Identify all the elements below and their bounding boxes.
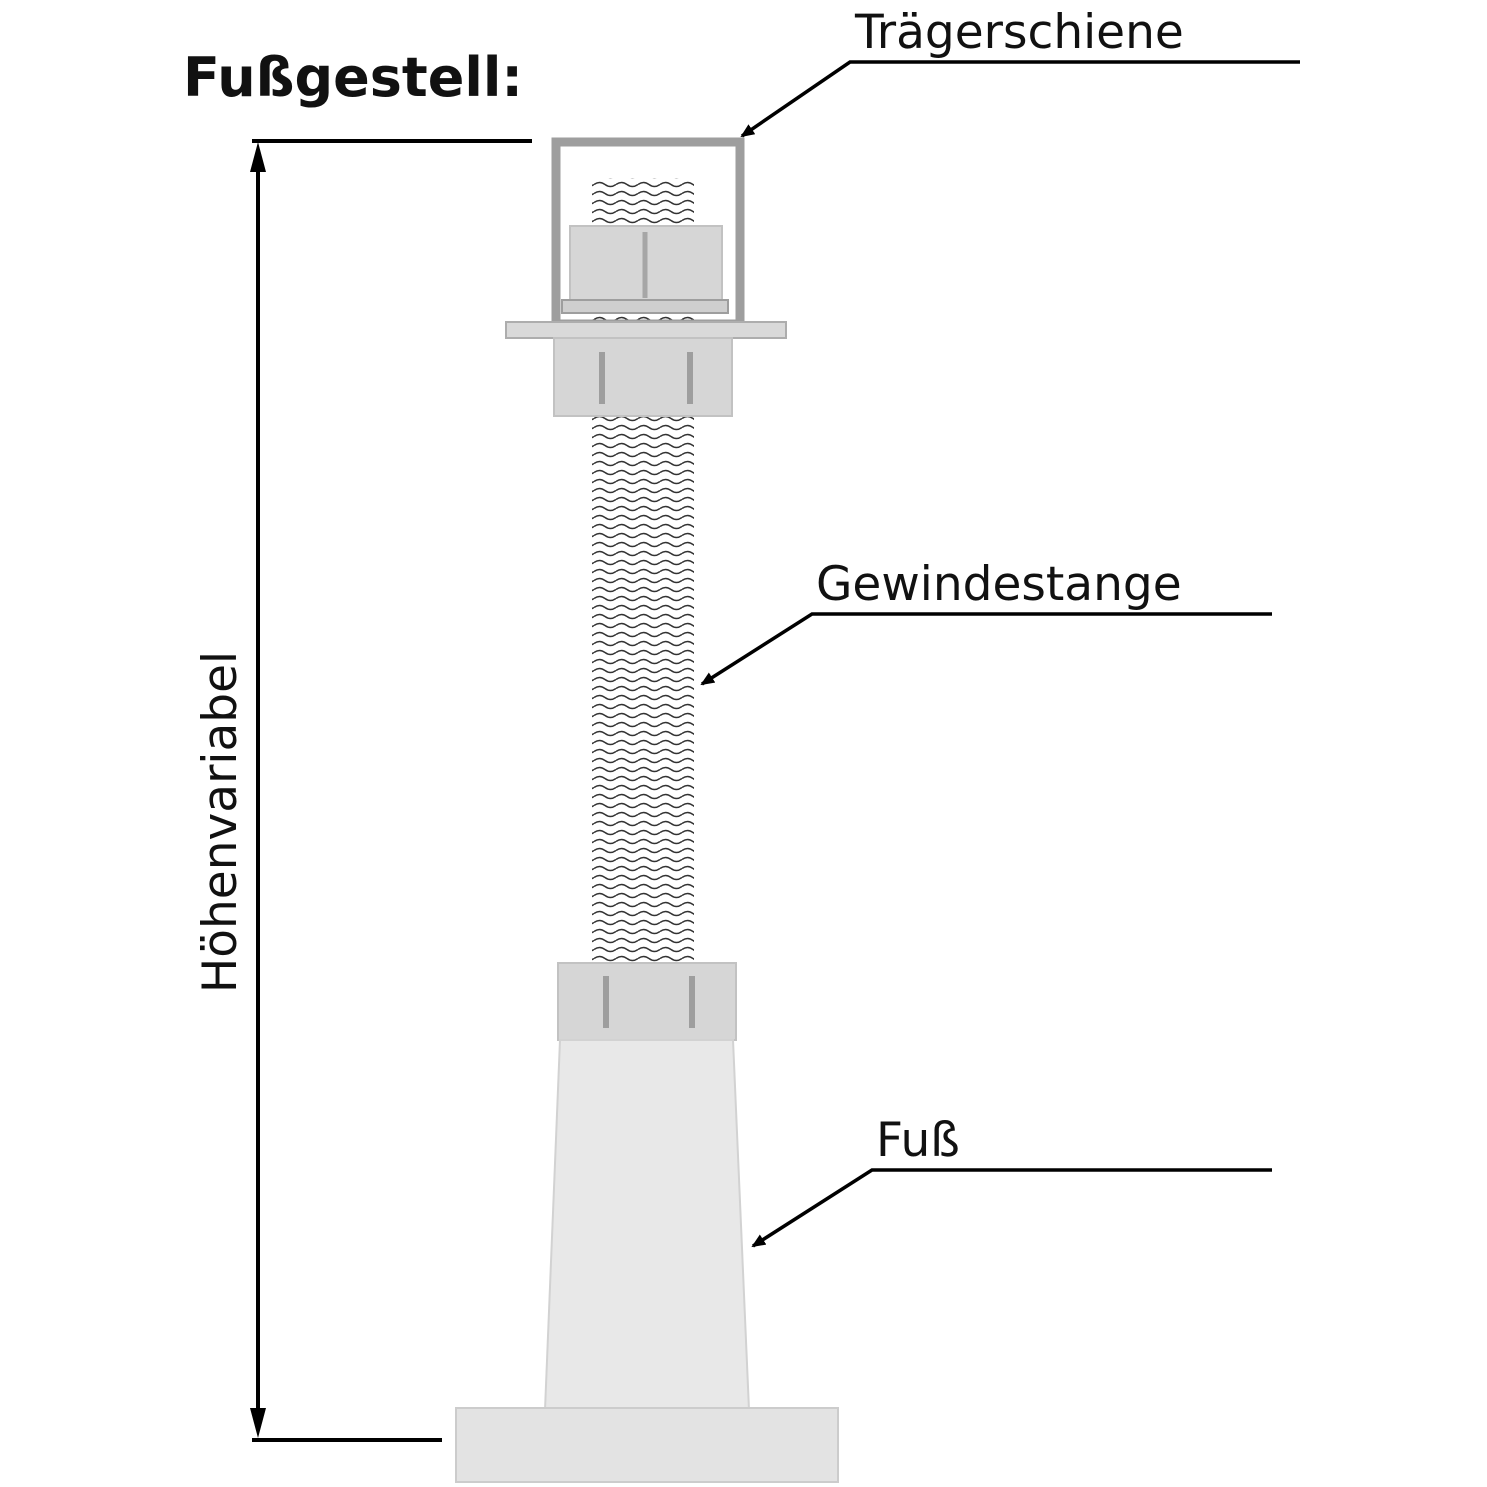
- foot-column: [543, 1039, 751, 1411]
- rod-leader-line: [700, 612, 1272, 686]
- dimension-arrow-up: [250, 142, 266, 172]
- mounting-plate: [505, 321, 787, 339]
- upper-nut: [569, 225, 723, 303]
- dimension-arrow-down: [250, 1408, 266, 1438]
- rod-label: Gewindestange: [816, 557, 1182, 612]
- lower-nut: [557, 962, 737, 1041]
- middle-nut: [553, 337, 733, 417]
- height-dimension-label: Höhenvariabel: [193, 651, 248, 993]
- foot-leader-line: [751, 1168, 1272, 1248]
- foot-label: Fuß: [876, 1113, 960, 1168]
- leader-lines: [700, 60, 1300, 1248]
- upper-washer: [561, 299, 729, 314]
- rail-leader-line: [740, 60, 1300, 138]
- base-plate: [455, 1407, 839, 1483]
- height-dimension: [250, 139, 532, 1442]
- diagram-title: Fußgestell:: [183, 46, 523, 109]
- rail-label: Trägerschiene: [854, 5, 1184, 60]
